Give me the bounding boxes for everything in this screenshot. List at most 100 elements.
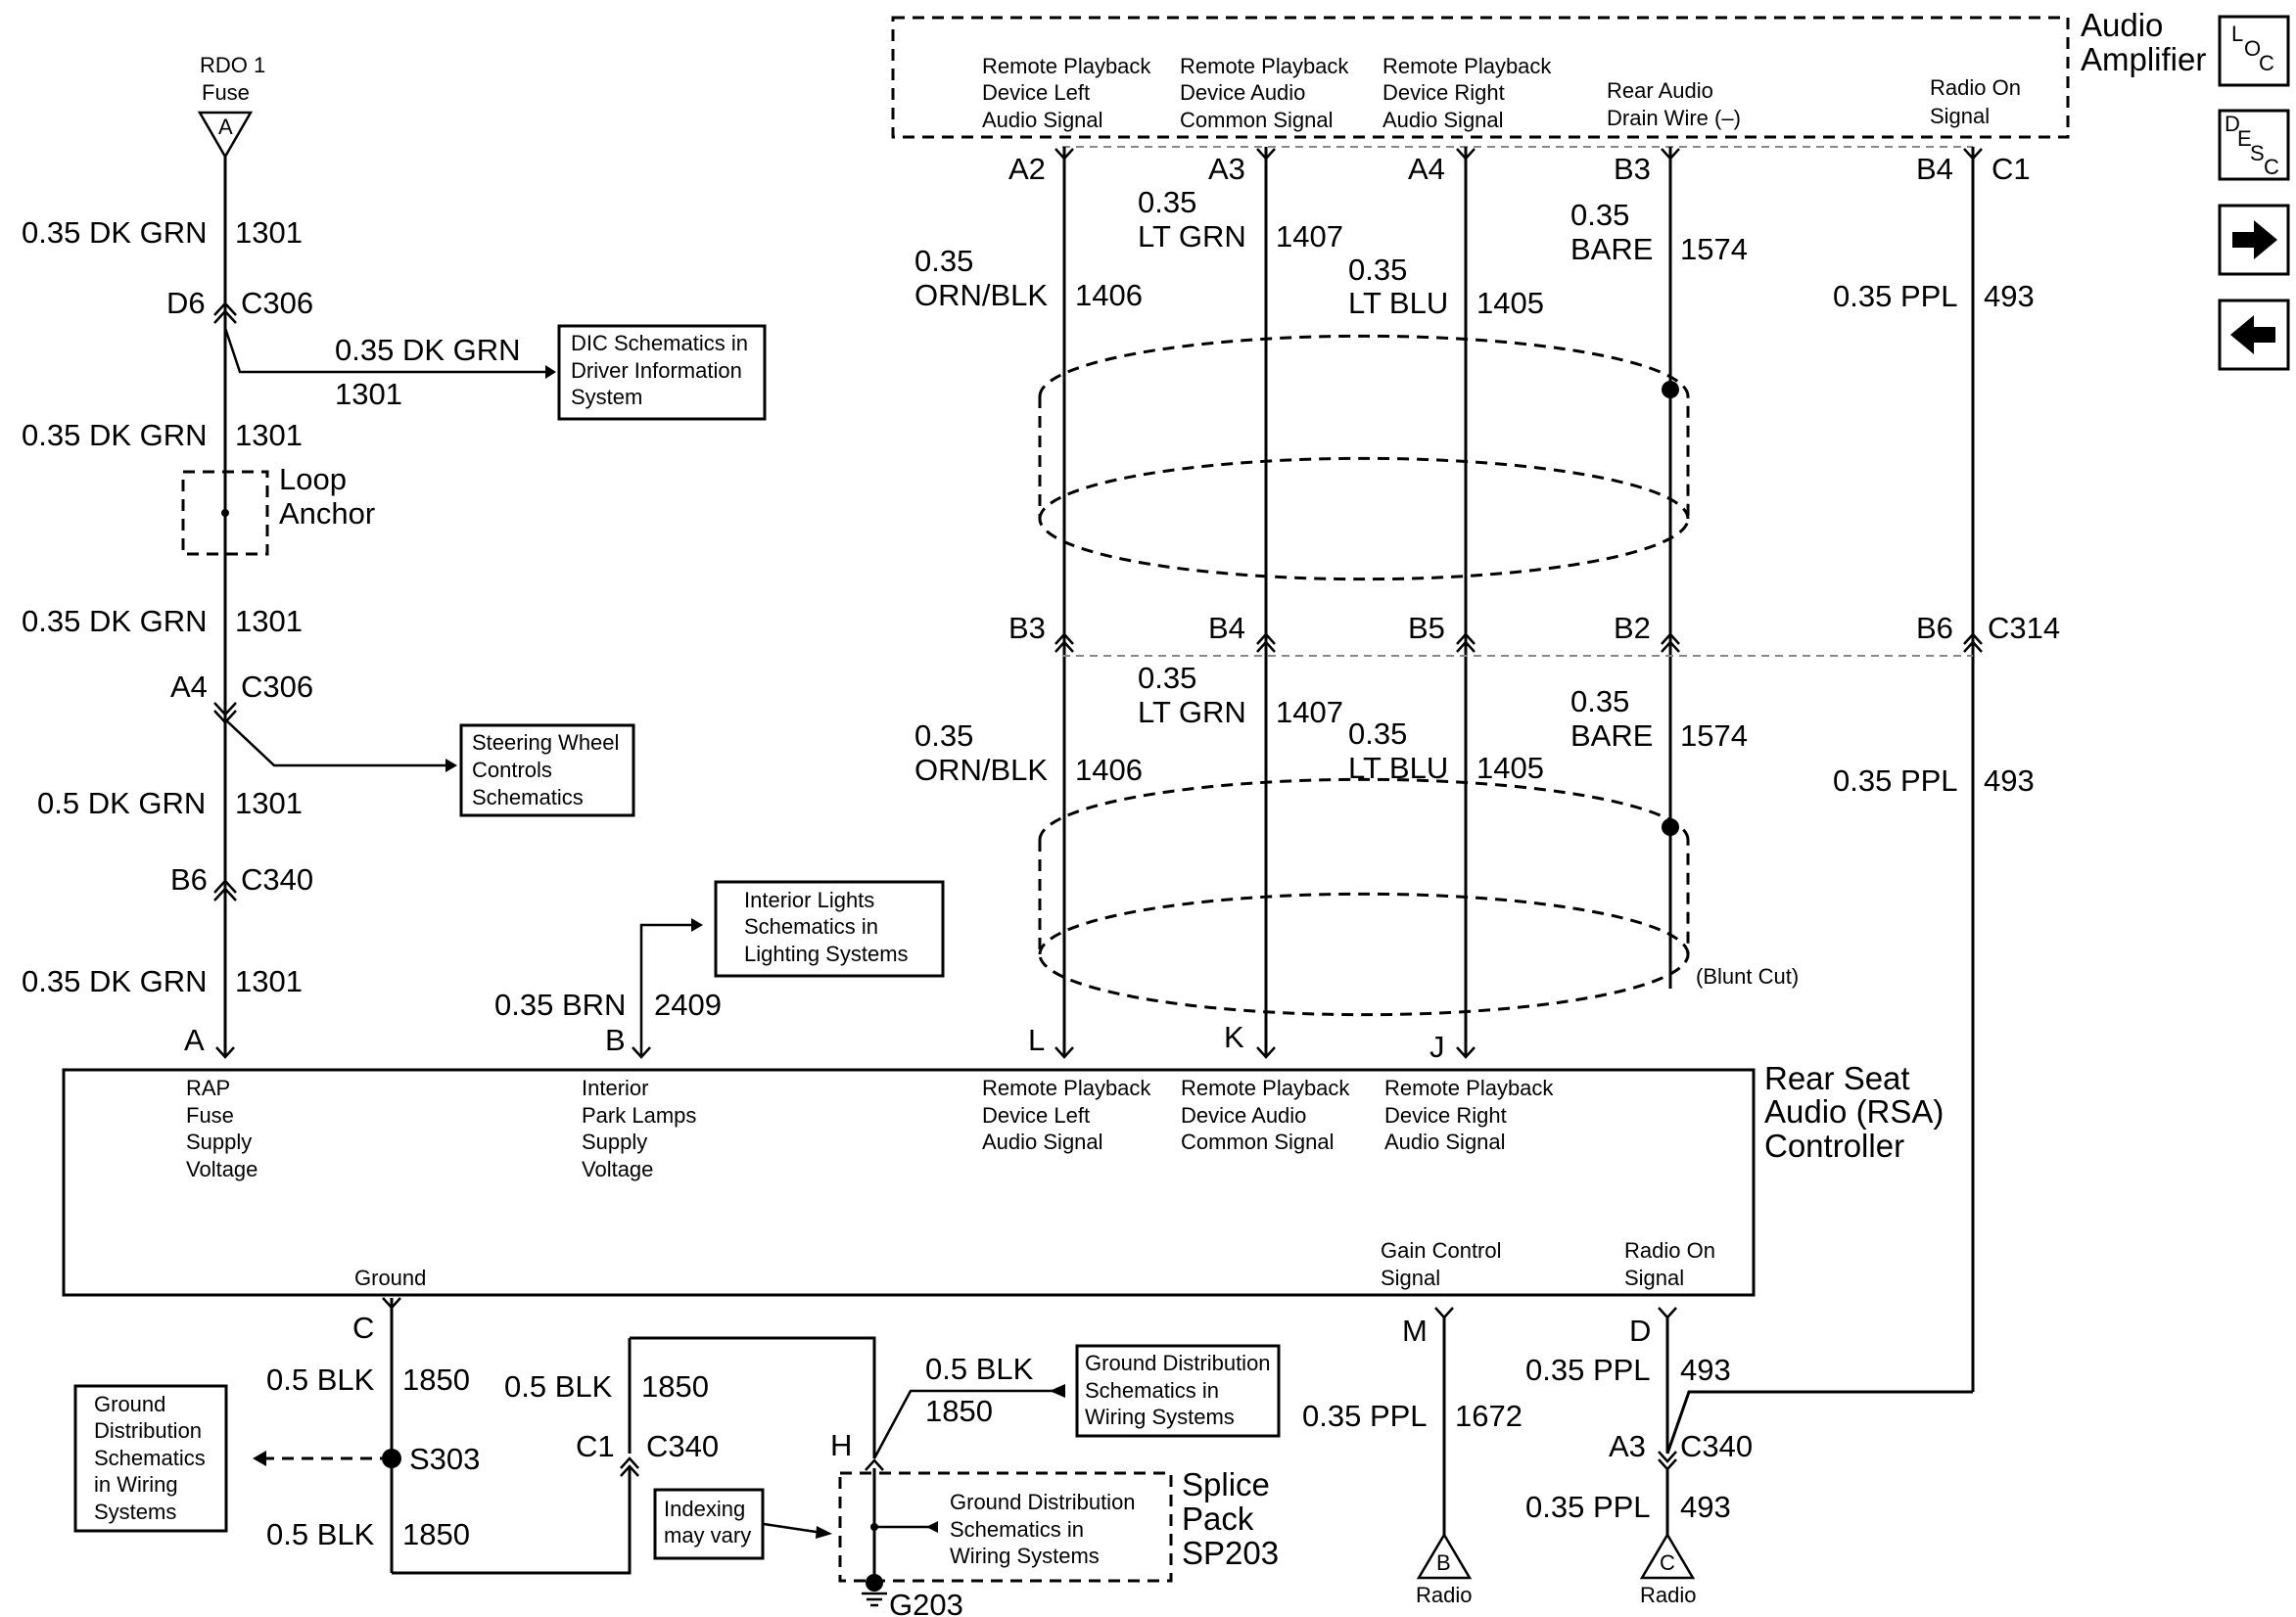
amp-pin-a3: A3 bbox=[1208, 152, 1245, 186]
svg-text:Ground Distribution: Ground Distribution bbox=[1085, 1351, 1271, 1375]
circuit-number: 1672 bbox=[1455, 1399, 1523, 1433]
cable-top-labels: 0.35 ORN/BLK 1406 0.35 LT GRN 1407 0.35 … bbox=[914, 185, 2035, 320]
steering-wheel-controls-link[interactable]: Steering Wheel Controls Schematics bbox=[459, 723, 635, 817]
svg-text:LT GRN: LT GRN bbox=[1138, 219, 1246, 254]
amp-title-2: Amplifier bbox=[2081, 41, 2206, 77]
svg-text:Rear Seat: Rear Seat bbox=[1764, 1060, 1910, 1096]
ground-point bbox=[866, 1574, 883, 1592]
circuit-number: 2409 bbox=[654, 988, 722, 1022]
svg-text:Wiring Systems: Wiring Systems bbox=[1085, 1405, 1235, 1429]
desc-s: S bbox=[2250, 141, 2265, 165]
ground-distribution-inner-link[interactable]: Ground Distribution Schematics in Wiring… bbox=[950, 1490, 1136, 1568]
interior-lights-link[interactable]: Interior Lights Schematics in Lighting S… bbox=[714, 880, 945, 978]
svg-text:Remote Playback: Remote Playback bbox=[1180, 54, 1349, 78]
splice-pack-label-3: SP203 bbox=[1182, 1535, 1279, 1571]
svg-text:System: System bbox=[571, 385, 642, 409]
amp-pin-label-drain: Rear Audio Drain Wire (–) bbox=[1607, 78, 1741, 130]
radio-c-label: Radio bbox=[1640, 1583, 1696, 1607]
svg-text:1407: 1407 bbox=[1276, 219, 1343, 254]
swc-branch-wire bbox=[224, 718, 452, 767]
wire-label: 0.35 DK GRN bbox=[335, 333, 521, 367]
circuit-number: 1301 bbox=[235, 418, 303, 452]
svg-text:Radio On: Radio On bbox=[1930, 75, 2021, 100]
svg-text:493: 493 bbox=[1984, 763, 2035, 798]
connector-c340-label: C340 bbox=[646, 1429, 719, 1463]
svg-text:Remote Playback: Remote Playback bbox=[982, 1076, 1151, 1100]
svg-text:may vary: may vary bbox=[664, 1523, 751, 1548]
svg-text:Interior Lights: Interior Lights bbox=[744, 888, 874, 912]
svg-text:Device Left: Device Left bbox=[982, 1103, 1090, 1128]
svg-text:Common Signal: Common Signal bbox=[1180, 108, 1334, 132]
svg-text:Remote Playback: Remote Playback bbox=[1384, 1076, 1554, 1100]
ground-icon bbox=[862, 1592, 887, 1607]
connector-c306: C306 bbox=[241, 670, 313, 704]
rsa-pin-c: C bbox=[352, 1311, 374, 1345]
svg-text:1574: 1574 bbox=[1680, 232, 1748, 266]
rsa-pin-label-left: Remote Playback Device Left Audio Signal bbox=[982, 1076, 1151, 1154]
loc-c: C bbox=[2259, 51, 2274, 75]
fuse-triangle-icon bbox=[197, 111, 254, 160]
rsa-pin-k: K bbox=[1224, 1020, 1244, 1054]
wire-label: 0.35 BRN bbox=[494, 988, 626, 1022]
blunt-cut-label: (Blunt Cut) bbox=[1696, 964, 1799, 989]
wire-2409 bbox=[639, 923, 698, 1055]
audio-amplifier-box bbox=[891, 16, 2070, 139]
svg-text:Supply: Supply bbox=[186, 1130, 252, 1154]
svg-text:Device Right: Device Right bbox=[1384, 1103, 1507, 1128]
wire-label: 0.35 PPL bbox=[1302, 1399, 1428, 1433]
amp-pin-label-right: Remote Playback Device Right Audio Signa… bbox=[1382, 54, 1552, 132]
arrow-right-icon bbox=[691, 918, 703, 932]
connector-c340-2 bbox=[213, 887, 237, 901]
dic-branch-wire bbox=[223, 327, 553, 374]
pin-d6: D6 bbox=[166, 286, 206, 320]
loc-button[interactable]: L O C bbox=[2218, 15, 2290, 87]
wire-label: 0.35 DK GRN bbox=[22, 604, 208, 638]
drain-splice-point bbox=[1662, 818, 1679, 836]
svg-text:Audio (RSA): Audio (RSA) bbox=[1764, 1093, 1944, 1130]
connector-c340-radio bbox=[1658, 1451, 1677, 1463]
svg-text:Indexing: Indexing bbox=[664, 1497, 745, 1521]
c314-terminals bbox=[1054, 632, 1983, 653]
dic-schematics-link[interactable]: DIC Schematics in Driver Information Sys… bbox=[557, 324, 767, 421]
next-page-button[interactable] bbox=[2218, 204, 2290, 276]
radio-c-letter: C bbox=[1660, 1550, 1675, 1575]
wire-label: 0.35 PPL bbox=[1525, 1353, 1651, 1387]
amp-pin-a2: A2 bbox=[1008, 152, 1046, 186]
circuit-number: 1850 bbox=[402, 1517, 470, 1551]
circuit-number: 493 bbox=[1680, 1353, 1731, 1387]
splice-pack-label-2: Pack bbox=[1182, 1501, 1254, 1537]
svg-text:Audio Signal: Audio Signal bbox=[1384, 1130, 1506, 1154]
circuit-number: 1301 bbox=[335, 377, 402, 411]
svg-text:DIC Schematics in: DIC Schematics in bbox=[571, 331, 748, 355]
arrow-right-icon bbox=[816, 1526, 832, 1539]
rsa-title: Rear Seat Audio (RSA) Controller bbox=[1764, 1060, 1944, 1164]
desc-button[interactable]: D E S C bbox=[2218, 109, 2290, 181]
arrow-right-icon bbox=[545, 365, 556, 379]
rsa-pin-label-interior: Interior Park Lamps Supply Voltage bbox=[582, 1076, 696, 1181]
svg-text:Device Left: Device Left bbox=[982, 80, 1090, 105]
connector-c306-bottom-2 bbox=[213, 710, 237, 724]
rsa-pin-a: A bbox=[184, 1023, 205, 1057]
svg-text:0.35 PPL: 0.35 PPL bbox=[1833, 763, 1958, 798]
svg-text:Controls: Controls bbox=[472, 758, 552, 782]
prev-page-button[interactable] bbox=[2218, 299, 2290, 371]
svg-text:Interior: Interior bbox=[582, 1076, 648, 1100]
loop-anchor-label-2: Anchor bbox=[279, 496, 375, 531]
radio-c-triangle-icon bbox=[1639, 1532, 1696, 1580]
ground-distribution-left-link[interactable]: Ground Distribution Schematics in Wiring… bbox=[73, 1384, 228, 1533]
c314-pin-b6: B6 bbox=[1916, 611, 1953, 645]
svg-text:ORN/BLK: ORN/BLK bbox=[914, 753, 1048, 787]
svg-text:Remote Playback: Remote Playback bbox=[982, 54, 1151, 78]
ground-distribution-right-link[interactable]: Ground Distribution Schematics in Wiring… bbox=[1075, 1344, 1281, 1438]
splice-pack-label-1: Splice bbox=[1182, 1466, 1270, 1502]
ground-g203-label: G203 bbox=[889, 1588, 963, 1617]
svg-text:1405: 1405 bbox=[1476, 286, 1544, 320]
amp-pin-terminals bbox=[1054, 148, 1983, 161]
wire-label: 0.35 DK GRN bbox=[22, 418, 208, 452]
splice-terminal bbox=[865, 1458, 884, 1471]
amp-pin-c1: C1 bbox=[1991, 152, 2031, 186]
arrow-right-icon bbox=[2232, 220, 2277, 259]
rdo1-fuse-label-2: Fuse bbox=[202, 80, 250, 105]
svg-text:Park Lamps: Park Lamps bbox=[582, 1103, 696, 1128]
c314-pin-b5: B5 bbox=[1408, 611, 1445, 645]
